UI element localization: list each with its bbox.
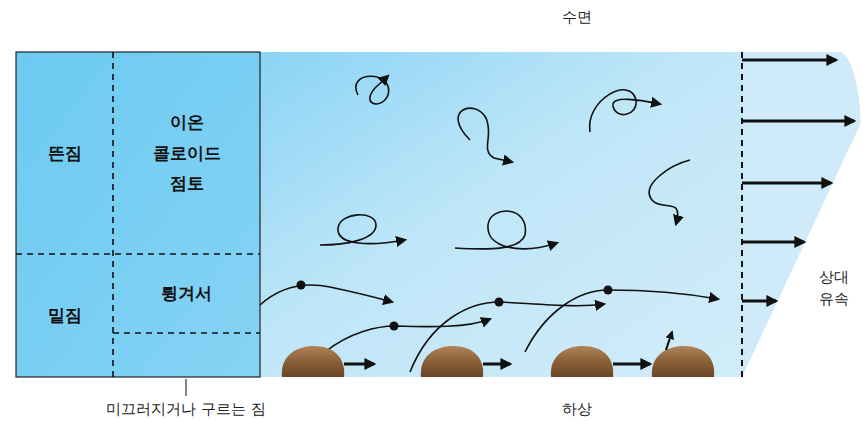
callout-label: 미끄러지거나 구르는 짐 bbox=[106, 399, 266, 421]
sediment-grains bbox=[297, 281, 613, 331]
bed-label: 하상 bbox=[562, 399, 592, 421]
eddies bbox=[320, 76, 690, 249]
bed-rocks bbox=[282, 346, 714, 377]
box-dividers bbox=[16, 52, 260, 377]
leader-line bbox=[185, 379, 186, 396]
profile-line bbox=[741, 52, 743, 380]
rolling-arrows bbox=[344, 332, 672, 364]
velocity-arrows bbox=[742, 60, 854, 301]
river-water bbox=[260, 52, 742, 377]
velocity-label: 상대 유속 bbox=[819, 267, 849, 311]
load-category: 뜬짐 bbox=[16, 52, 113, 254]
node-label: 이온 콜로이드 점토 bbox=[153, 107, 221, 199]
node-label: 밑짐 bbox=[48, 300, 82, 331]
load-category: 밑짐 bbox=[16, 254, 113, 377]
velocity-profile bbox=[742, 52, 860, 377]
node-label: 튕겨서 bbox=[161, 278, 212, 309]
surface-label: 수면 bbox=[562, 7, 592, 29]
load-type: 튕겨서 bbox=[113, 254, 260, 333]
node-label: 뜬짐 bbox=[48, 138, 82, 169]
load-box bbox=[16, 52, 260, 377]
load-type: 이온 콜로이드 점토 bbox=[113, 52, 260, 254]
